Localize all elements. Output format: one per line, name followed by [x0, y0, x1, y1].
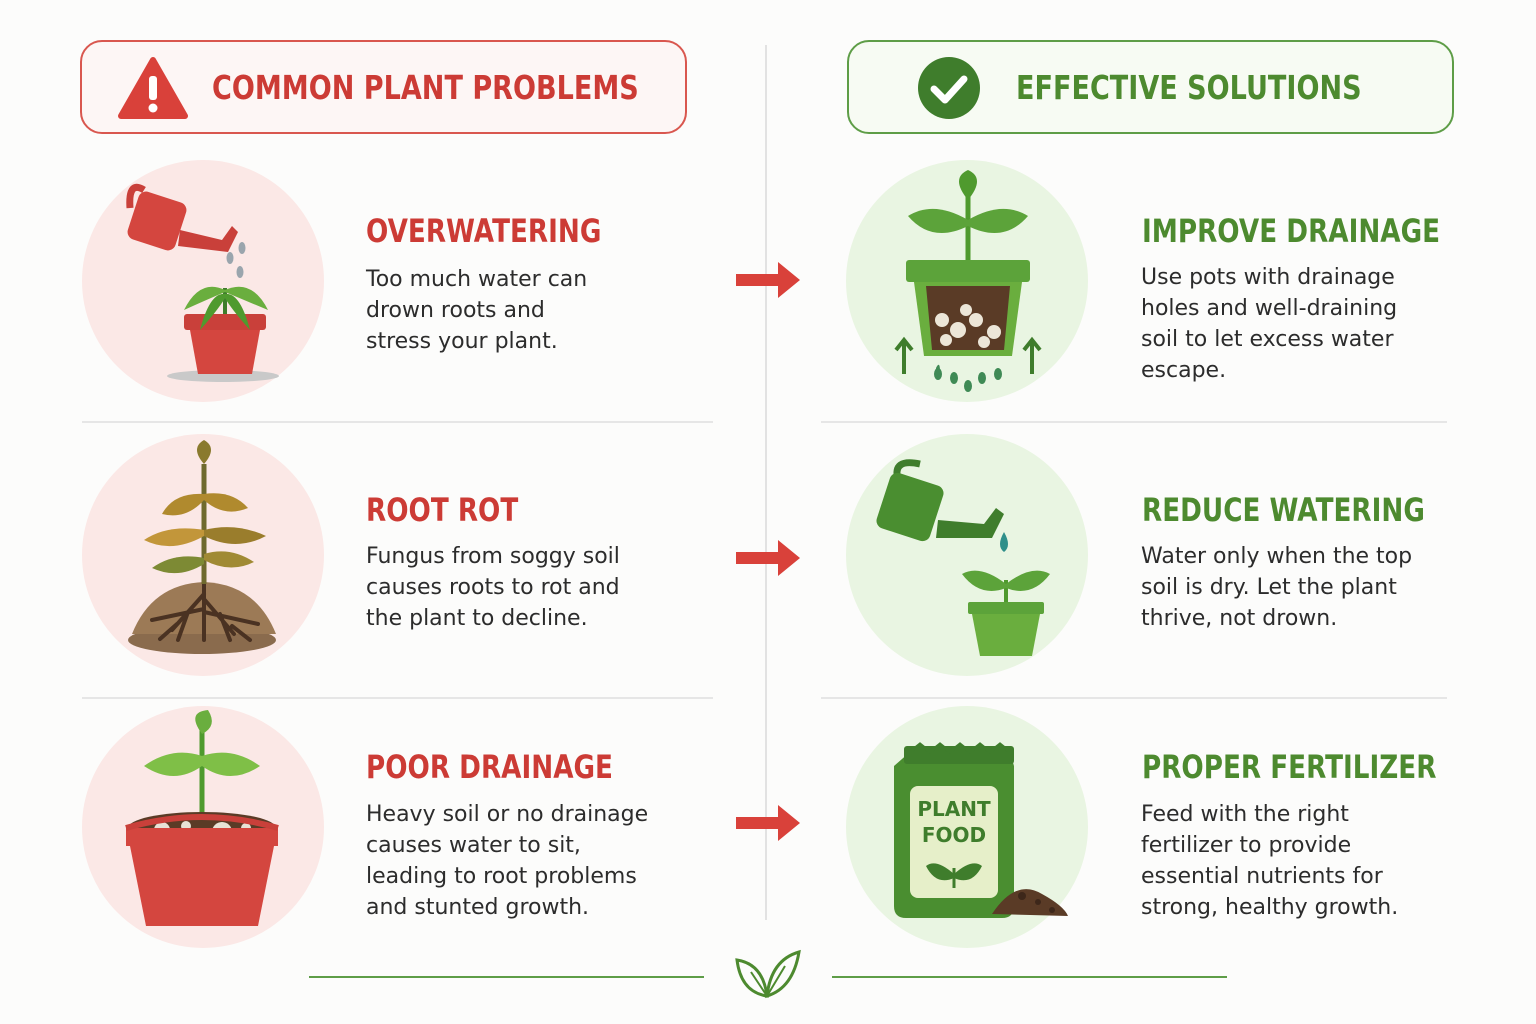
watering-can-droplet-icon: [876, 459, 1050, 656]
row-divider: [82, 697, 713, 699]
warning-icon: [118, 57, 188, 119]
arrow-right-icon: [736, 262, 800, 298]
problem-title: ROOT ROT: [366, 491, 519, 529]
solution-title: PROPER FERTILIZER: [1142, 748, 1437, 786]
solution-description: Water only when the top soil is dry. Let…: [1141, 544, 1413, 631]
row-divider: [82, 421, 713, 423]
fertilizer-bag-icon: PLANT FOOD: [894, 742, 1068, 918]
solution-description: Feed with the right fertilizer to provid…: [1141, 802, 1399, 920]
problem-illustration: [82, 434, 324, 676]
problems-header-title: COMMON PLANT PROBLEMS: [212, 67, 639, 107]
checkmark-icon: [918, 57, 980, 119]
solutions-header-title: EFFECTIVE SOLUTIONS: [1016, 67, 1362, 107]
problems-header: COMMON PLANT PROBLEMS: [80, 40, 687, 134]
row-divider: [821, 421, 1447, 423]
heavy-soil-pot-icon: [125, 710, 279, 926]
draining-pot-icon: [894, 170, 1042, 392]
solution-title: REDUCE WATERING: [1142, 491, 1425, 529]
problem-description: Fungus from soggy soil causes roots to r…: [366, 544, 620, 631]
row-divider: [821, 697, 1447, 699]
solution-illustration: [846, 434, 1088, 676]
solution-illustration: PLANT FOOD: [846, 706, 1088, 948]
solution-title: IMPROVE DRAINAGE: [1142, 212, 1441, 250]
leaf-icon: [735, 949, 801, 999]
footer-line: [309, 976, 704, 978]
problem-description: Heavy soil or no drainage causes water t…: [366, 802, 649, 920]
problem-description: Too much water can drown roots and stres…: [366, 267, 588, 354]
arrow-right-icon: [736, 805, 800, 841]
problem-title: POOR DRAINAGE: [366, 748, 613, 786]
problem-illustration: [82, 706, 324, 948]
watering-can-wilting-plant-icon: [126, 183, 279, 382]
bag-label: PLANT: [917, 797, 991, 821]
rotting-roots-plant-icon: [128, 440, 276, 654]
solutions-header: EFFECTIVE SOLUTIONS: [847, 40, 1454, 134]
problem-title: OVERWATERING: [366, 212, 602, 250]
solution-description: Use pots with drainage holes and well-dr…: [1141, 265, 1398, 383]
footer-line: [832, 976, 1227, 978]
arrow-right-icon: [736, 540, 800, 576]
bag-label: FOOD: [922, 823, 986, 847]
center-divider: [765, 45, 767, 920]
solution-illustration: [846, 160, 1088, 402]
problem-illustration: [82, 160, 324, 402]
